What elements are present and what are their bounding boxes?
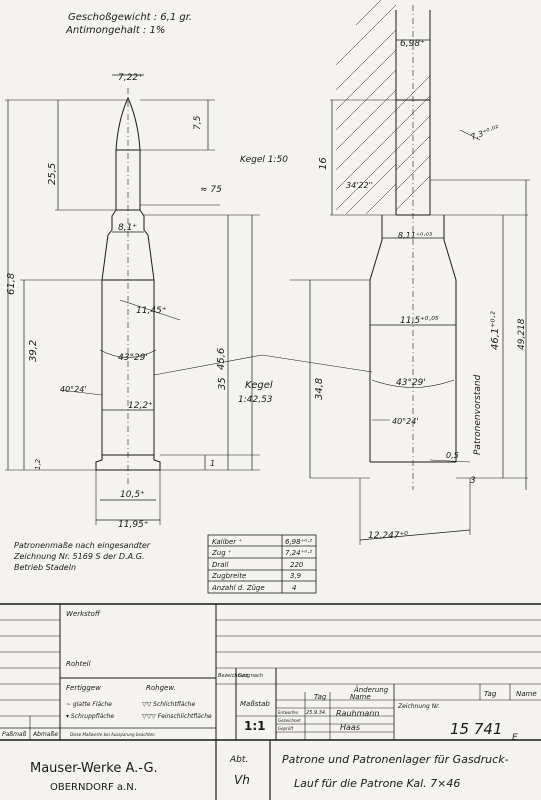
chamber-rim: 3 bbox=[470, 476, 476, 486]
spec-label-3: Zugbreite bbox=[211, 572, 246, 580]
chamber-headspace: 0,5 bbox=[446, 451, 459, 460]
chamber-shoulder-angle: 43°29' bbox=[396, 378, 426, 388]
entworfen-label: Entworfen bbox=[278, 710, 299, 715]
gezeichnet-label: Gezeichnet bbox=[278, 718, 301, 723]
rim-height: 1 bbox=[210, 459, 215, 468]
rim-outer: 11,95⁺ bbox=[118, 520, 149, 530]
chamber-taper: 40°24' bbox=[392, 417, 419, 426]
chamber-shoulder: 11,5⁺⁰·⁰⁵ bbox=[400, 316, 439, 326]
spec-value-3: 3,9 bbox=[290, 572, 302, 580]
zeichnung-suffix: E bbox=[512, 733, 518, 743]
zeichnung-nr-value: 15 741 bbox=[450, 720, 503, 738]
drawing-title-line-1: Patrone und Patronenlager für Gasdruck- bbox=[282, 753, 509, 766]
spec-value-0: 6,98⁺⁰·² bbox=[285, 538, 312, 546]
cone-len: 45,6 bbox=[216, 348, 227, 370]
abt-value: Vh bbox=[234, 773, 250, 787]
zeichnung-nr-label: Zeichnung Nr. bbox=[397, 703, 440, 710]
abt-label: Abt. bbox=[229, 755, 248, 765]
spec-label-0: Kaliber ⁺ bbox=[212, 538, 242, 546]
rim-inner: 10,5⁺ bbox=[120, 490, 145, 500]
chamber-len-49: 49,218 bbox=[517, 318, 527, 350]
chamber-kegel2: Kegel bbox=[245, 380, 273, 391]
date-value: 25.9.34. bbox=[306, 710, 327, 716]
name-label: Name bbox=[350, 693, 371, 701]
chamber-lead-angle: 34'22'' bbox=[346, 181, 373, 190]
geprueft-label: Geprüft bbox=[278, 726, 294, 731]
massstab-label: Maßstab bbox=[240, 700, 270, 708]
feinschlichtflache: ▽▽▽ Feinschlichtfläche bbox=[142, 713, 212, 720]
spec-value-2: 220 bbox=[290, 561, 304, 569]
cartridge-drawing bbox=[5, 74, 373, 525]
antimony-note: Antimongehalt : 1% bbox=[65, 25, 165, 36]
shoulder-angle: 43°29' bbox=[118, 353, 148, 363]
bezeichnung2-label: Gez. nach bbox=[238, 673, 263, 679]
checker-signature: Haas bbox=[340, 723, 360, 732]
footnote-line-1: Patronenmaße nach eingesandter bbox=[14, 541, 151, 550]
title-block-grid bbox=[0, 603, 541, 800]
chamber-twist-len: 16 bbox=[318, 157, 329, 170]
bezeichnung-label: Bezeichnung bbox=[218, 673, 250, 679]
body-taper: 40°24' bbox=[60, 385, 87, 394]
bullet-len: 25,5 bbox=[47, 163, 58, 185]
chamber-drawing bbox=[290, 0, 530, 545]
spec-table bbox=[207, 534, 317, 594]
company-city: OBERNDORF a.N. bbox=[50, 782, 137, 793]
fertiggew-label: Fertiggew bbox=[66, 684, 101, 692]
chamber-patronenvorstand: Patronenvorstand bbox=[473, 374, 483, 455]
neck-dia: 8,1⁺ bbox=[118, 223, 137, 233]
footnote-line-2: Zeichnung Nr. 5169 S der D.A.G. bbox=[13, 552, 145, 561]
overall-len: 61,8 bbox=[6, 273, 17, 295]
spec-label-4: Anzahl d. Züge bbox=[211, 584, 265, 592]
chamber-kegel2-ratio: 1:42,53 bbox=[238, 395, 273, 405]
extractor: 1,2 bbox=[34, 458, 42, 470]
schruppflache: ▾ Schruppfläche bbox=[66, 713, 114, 720]
chamber-base-dia: 12,247⁺⁰ bbox=[368, 531, 408, 541]
rohgew-label: Rohgew. bbox=[146, 684, 176, 692]
chamber-lead-tol: 7,3⁺⁰·⁰² bbox=[470, 123, 501, 142]
massstab-value: 1:1 bbox=[244, 719, 266, 733]
tip-dia: 7,22⁺ bbox=[118, 73, 143, 83]
company-name: Mauser-Werke A.-G. bbox=[30, 761, 158, 776]
case-len: 39,2 bbox=[28, 340, 39, 362]
schlichtflache: ▽▽ Schlichtfläche bbox=[142, 701, 195, 708]
passmass-label: Paßmaß bbox=[2, 731, 27, 738]
drawer-signature: Rauhmann bbox=[336, 709, 379, 718]
chamber-bore: 6,98⁺ bbox=[400, 39, 425, 49]
mid-dia: 12,2⁺ bbox=[128, 401, 153, 411]
anderung-label: Änderung bbox=[353, 685, 389, 694]
spec-value-4: 4 bbox=[292, 584, 296, 592]
drawing-title-line-2: Lauf für die Patrone Kal. 7×46 bbox=[294, 777, 460, 790]
shoulder-dia: 11,45⁺ bbox=[136, 306, 167, 316]
spec-value-1: 7,24⁺⁰·² bbox=[285, 549, 312, 557]
legend-note: Diese Maßwerte bei Aussparung beachten bbox=[70, 732, 155, 737]
spec-label-2: Drall bbox=[212, 561, 229, 569]
projectile-weight-note: Geschoßgewicht : 6,1 gr. bbox=[68, 12, 192, 23]
rohteil-label: Rohteil bbox=[66, 660, 91, 668]
chamber-len-46: 46,1⁺⁰·² bbox=[490, 311, 501, 350]
werkstoff-label: Werkstoff bbox=[66, 610, 101, 618]
angle-75: ≈ 75 bbox=[200, 185, 222, 195]
abmasse-label: Abmaße bbox=[32, 731, 58, 738]
footnote-line-3: Betrieb Stadeln bbox=[14, 563, 76, 572]
ogive-len: 7,5 bbox=[193, 115, 203, 130]
spec-label-1: Zug ⁺ bbox=[211, 549, 232, 557]
glatte-flache: ~ glatte Fläche bbox=[66, 701, 112, 708]
base-len: 35 bbox=[217, 377, 228, 390]
tag2-label: Tag bbox=[484, 690, 497, 698]
chamber-neck: 8,11⁺⁰·⁰³ bbox=[398, 231, 432, 240]
name2-label: Name bbox=[516, 690, 537, 698]
chamber-len-34: 34,8 bbox=[314, 378, 325, 400]
tag-label: Tag bbox=[314, 693, 327, 701]
chamber-cone-label: Kegel 1:50 bbox=[240, 155, 288, 165]
